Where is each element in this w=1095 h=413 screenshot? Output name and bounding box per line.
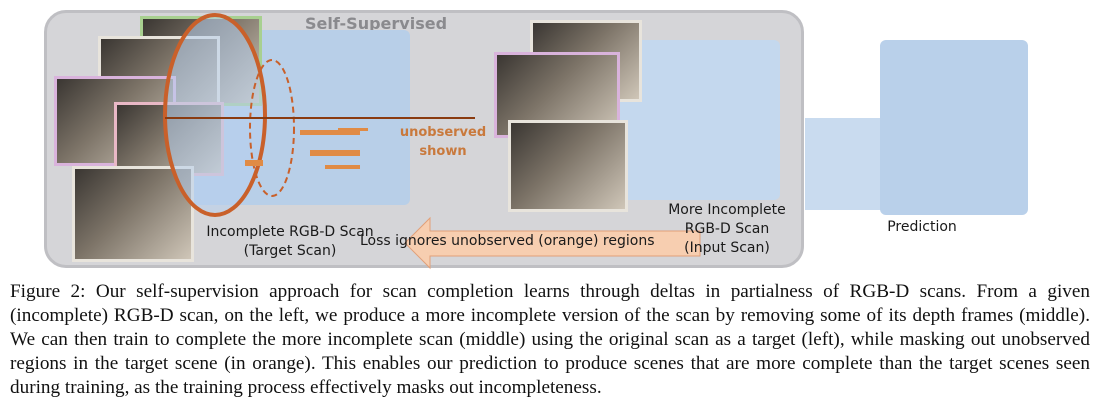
- prediction-label: Prediction: [887, 219, 957, 235]
- unobserved-label-line: unobserved: [399, 125, 487, 140]
- input-scan-label: More Incomplete RGB-D Scan (Input Scan): [652, 201, 802, 258]
- input-scan-label-line: RGB-D Scan: [684, 221, 770, 237]
- figure-caption: Figure 2: Our self-supervision approach …: [10, 281, 1090, 398]
- depth-frame: [508, 120, 628, 212]
- loss-arrow-label: Loss ignores unobserved (orange) regions: [360, 233, 655, 249]
- unobserved-label-line: shown: [419, 144, 467, 159]
- target-scan-label-line: Incomplete RGB-D Scan: [206, 224, 374, 240]
- target-scan-label: Incomplete RGB-D Scan (Target Scan): [195, 223, 385, 261]
- unobserved-label: unobserved shown: [398, 123, 488, 161]
- target-scan-label-line: (Target Scan): [243, 243, 337, 259]
- input-scan-label-line: (Input Scan): [684, 240, 770, 256]
- prediction-scene: [880, 40, 1028, 215]
- input-scan-label-line: More Incomplete: [668, 202, 786, 218]
- depth-frame: [72, 166, 194, 262]
